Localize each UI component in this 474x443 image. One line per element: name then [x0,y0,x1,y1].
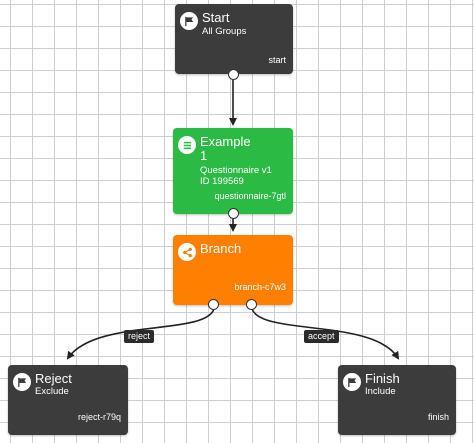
node-title: Finish [365,371,400,386]
node-id-label: finish [427,412,449,422]
reject-node[interactable]: Reject Exclude reject-r79q [8,365,128,435]
node-title: Branch [200,241,242,256]
node-id-label: reject-r79q [77,412,121,422]
share-icon [178,243,196,261]
branch-node[interactable]: Branch branch-c7w3 [173,235,293,305]
node-subtitle: Exclude [35,386,69,397]
node-subtitle: All Groups [202,26,247,37]
list-icon [178,136,196,154]
node-id-label: start [268,55,286,65]
flag-icon [343,373,361,391]
node-questionnaire-id: ID 199569 [200,176,244,187]
node-title: Reject [35,371,72,386]
start-output-port[interactable] [228,69,239,80]
edge-label-accept[interactable]: accept [304,330,339,343]
node-version-number: 1 [200,148,208,163]
node-questionnaire-name: Questionnaire v1 [200,165,272,176]
node-subtitle: Include [365,386,396,397]
flag-icon [180,12,198,30]
edge-branch-to-accept[interactable] [251,308,400,360]
branch-reject-port[interactable] [208,299,219,310]
node-id-label: questionnaire-7gtl [214,191,286,201]
flag-icon [13,373,31,391]
node-id-label: branch-c7w3 [234,282,286,292]
finish-node[interactable]: Finish Include finish [338,365,456,435]
start-node[interactable]: Start All Groups start [175,4,293,74]
example-output-port[interactable] [228,208,239,219]
edge-branch-to-reject[interactable] [66,308,215,360]
edge-label-reject[interactable]: reject [124,330,155,343]
node-title: Example [200,134,251,149]
example-node[interactable]: Example 1 Questionnaire v1 ID 199569 que… [173,128,293,214]
branch-accept-port[interactable] [246,299,257,310]
node-title: Start [202,10,230,25]
